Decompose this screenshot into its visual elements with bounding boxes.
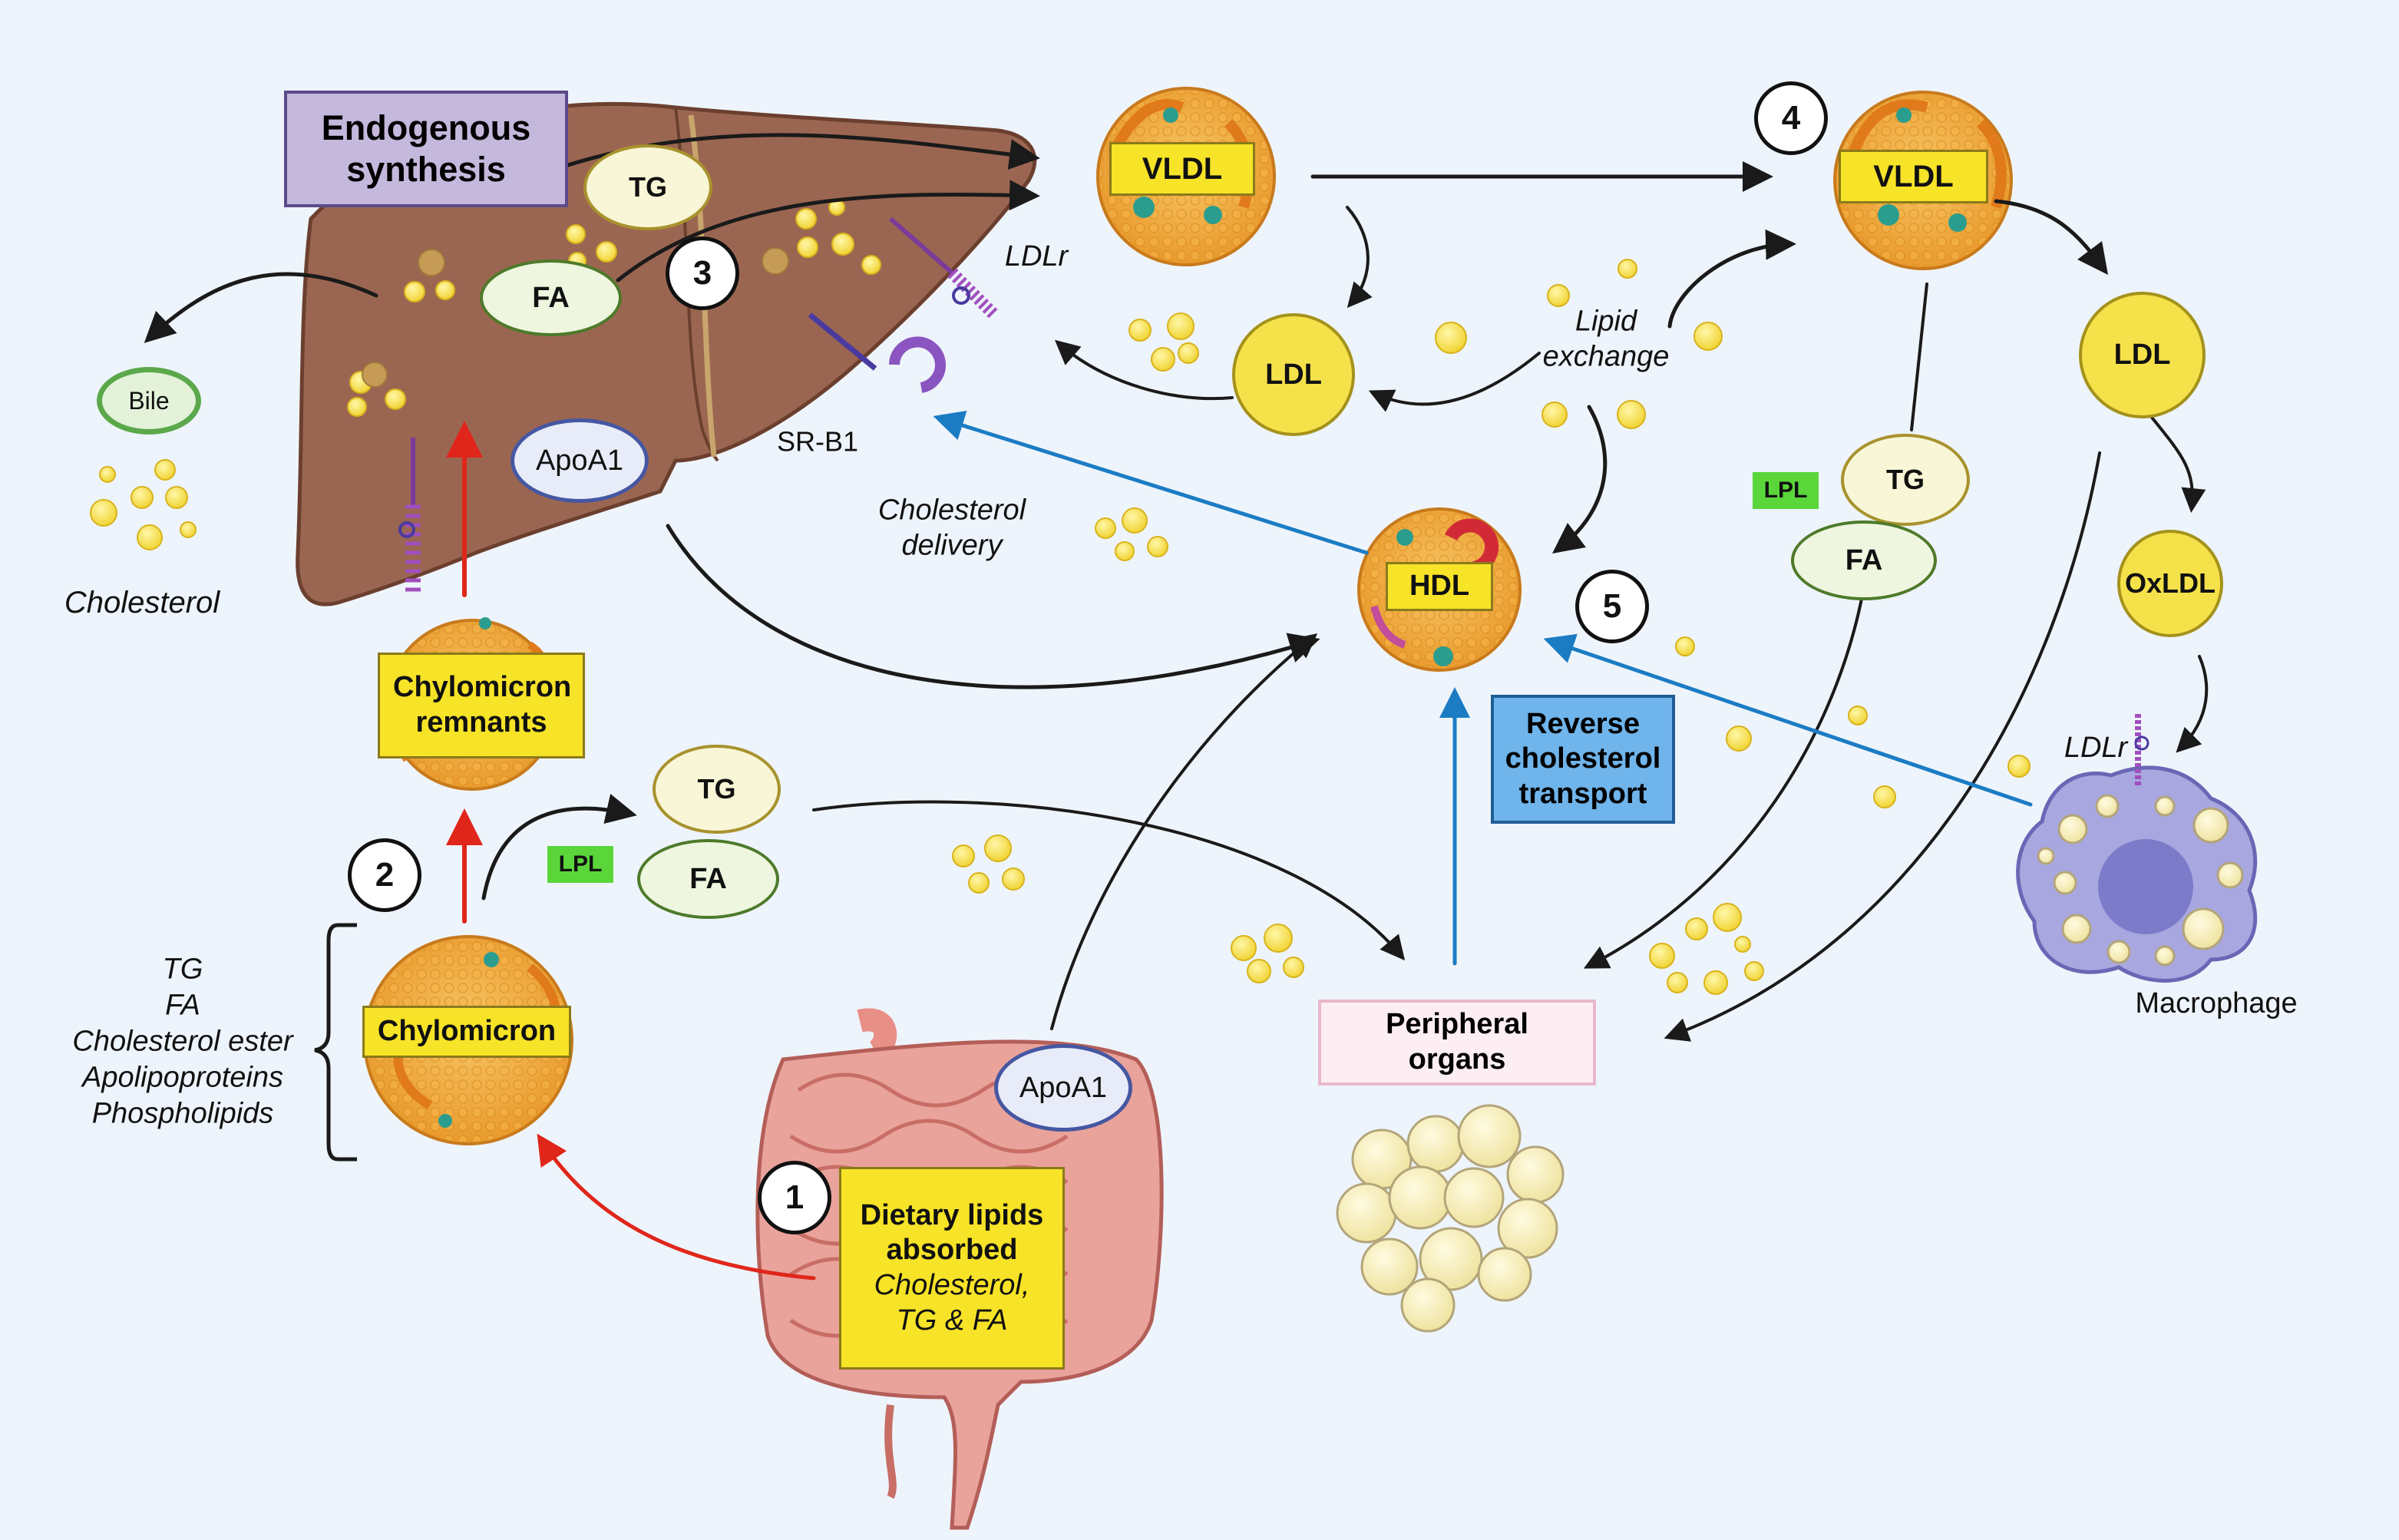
dietary-lipids-box: Dietary lipids absorbed Cholesterol, TG …	[839, 1167, 1065, 1370]
ldl-mid-oval: LDL	[1232, 313, 1355, 436]
step-4-label: 4	[1781, 99, 1801, 137]
apoa1-gut-oval: ApoA1	[994, 1044, 1132, 1132]
chylomicron-tag: Chylomicron	[362, 1006, 571, 1058]
fa-liver-oval: FA	[480, 259, 622, 336]
fa-mid-label: FA	[689, 862, 727, 895]
cholesterol-label: Cholesterol	[64, 586, 220, 620]
tg-liver-oval: TG	[583, 144, 712, 230]
liver-icon	[296, 101, 1037, 606]
apoa1-liver-oval: ApoA1	[511, 418, 649, 503]
ldlr-macrophage-label: LDLr	[2064, 732, 2128, 765]
fa-right-oval: FA	[1791, 520, 1937, 600]
components-list: TG FA Cholesterol ester Apolipoproteins …	[72, 952, 292, 1132]
lipid-droplet-icon	[90, 259, 2031, 995]
ldlr-liver-label: LDLr	[1004, 240, 1069, 273]
vldl-right-tag: VLDL	[1839, 150, 1988, 203]
step-1-circle: 1	[758, 1161, 831, 1234]
component-item: Phospholipids	[91, 1097, 274, 1130]
ldl-receptor-icon	[398, 438, 421, 592]
endogenous-synthesis-box: Endogenous synthesis	[284, 91, 568, 207]
component-item: FA	[165, 989, 200, 1022]
hdl-tag: HDL	[1386, 562, 1493, 611]
oxldl-oval: OxLDL	[2117, 530, 2223, 637]
lpl-right-label: LPL	[1763, 478, 1808, 503]
component-item: Apolipoproteins	[82, 1061, 283, 1094]
hdl-label: HDL	[1409, 570, 1470, 603]
adipocytes-icon	[1336, 1104, 1565, 1333]
component-item: Cholesterol ester	[72, 1025, 293, 1058]
peripheral-organs-label: Peripheral organs	[1386, 1008, 1528, 1076]
endogenous-synthesis-label: Endogenous synthesis	[321, 108, 531, 189]
vldl-right-label: VLDL	[1873, 160, 1954, 193]
vldl-liver-tag: VLDL	[1109, 142, 1255, 196]
ldl-right-oval: LDL	[2079, 292, 2206, 418]
ldl-right-label: LDL	[2113, 339, 2171, 371]
step-5-circle: 5	[1575, 570, 1649, 643]
sr-b1-receptor-icon	[808, 312, 946, 393]
tg-liver-label: TG	[629, 171, 667, 203]
fa-mid-oval: FA	[637, 839, 779, 919]
step-2-label: 2	[375, 856, 395, 894]
tg-mid-oval: TG	[653, 745, 781, 834]
apoa1-liver-label: ApoA1	[535, 444, 624, 477]
step-5-label: 5	[1602, 587, 1622, 625]
bile-oval: Bile	[97, 367, 201, 435]
lpl-badge-left: LPL	[547, 846, 613, 883]
apoa1-gut-label: ApoA1	[1019, 1071, 1108, 1104]
lipid-exchange-label: Lipid exchange	[1529, 304, 1683, 374]
step-3-label: 3	[692, 254, 712, 292]
chylomicron-label: Chylomicron	[377, 1015, 557, 1048]
dietary-lipids-subtitle: Cholesterol, TG & FA	[874, 1269, 1030, 1337]
lpl-badge-right: LPL	[1753, 472, 1819, 509]
dietary-lipids-title: Dietary lipids absorbed	[860, 1198, 1044, 1267]
component-item: TG	[162, 953, 203, 986]
lipid-exchange-text: Lipid exchange	[1542, 305, 1670, 372]
vldl-liver-label: VLDL	[1142, 152, 1223, 186]
reverse-cholesterol-transport-box: Reverse cholesterol transport	[1491, 695, 1675, 824]
fa-right-label: FA	[1845, 544, 1883, 577]
reverse-cholesterol-transport-label: Reverse cholesterol transport	[1505, 707, 1661, 810]
srb1-label: SR-B1	[776, 425, 859, 458]
bile-label: Bile	[128, 386, 170, 415]
step-4-circle: 4	[1754, 81, 1828, 155]
chylomicron-remnants-tag: Chylomicron remnants	[378, 653, 585, 758]
oxldl-label: OxLDL	[2124, 567, 2216, 599]
step-2-circle: 2	[348, 838, 421, 912]
peripheral-organs-box: Peripheral organs	[1318, 1000, 1596, 1086]
chylomicron-remnants-label: Chylomicron remnants	[393, 671, 572, 739]
cholesterol-delivery-label: Cholesterol delivery	[860, 493, 1044, 563]
step-1-label: 1	[785, 1178, 805, 1216]
ldl-receptor-icon	[889, 216, 999, 319]
tg-right-oval: TG	[1841, 434, 1970, 526]
lpl-left-label: LPL	[558, 851, 603, 877]
tg-right-label: TG	[1886, 464, 1925, 495]
macrophage-icon	[2016, 714, 2258, 983]
cholesterol-delivery-text: Cholesterol delivery	[877, 494, 1026, 561]
fa-liver-label: FA	[532, 281, 570, 314]
ldl-mid-label: LDL	[1265, 358, 1322, 391]
tg-mid-label: TG	[697, 773, 736, 805]
step-3-circle: 3	[666, 236, 739, 310]
macrophage-label: Macrophage	[2135, 987, 2298, 1020]
components-bracket	[314, 923, 357, 1162]
